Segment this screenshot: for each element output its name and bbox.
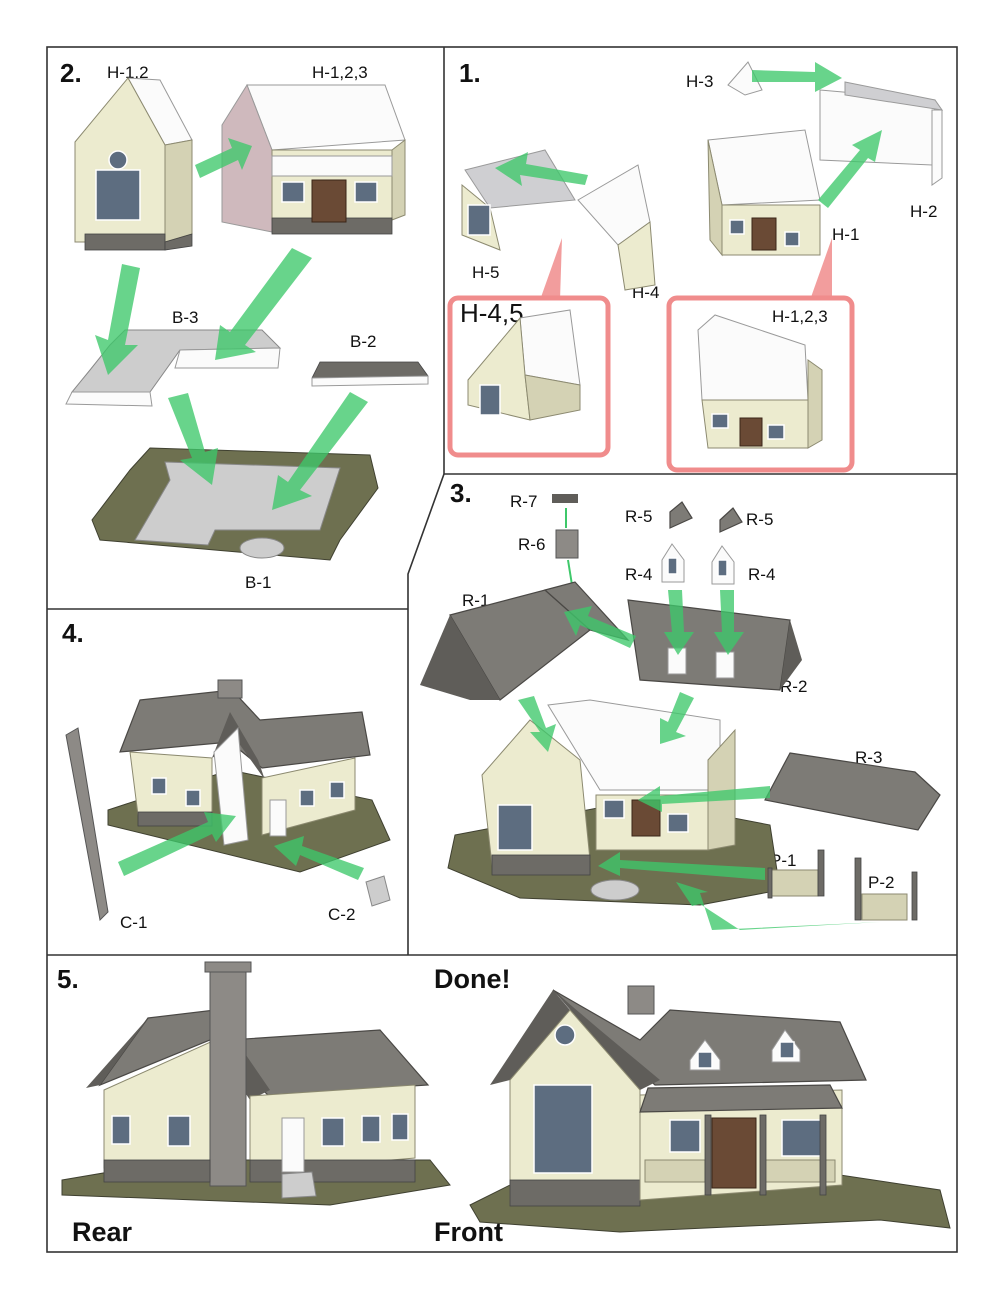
done-label: Done! <box>434 964 511 994</box>
front-double-door <box>311 179 347 223</box>
house-piece-h-1-2 <box>74 77 193 251</box>
step-5-panel: 5. Done! Rear Front <box>57 961 951 1247</box>
arrow-r4-right-down <box>714 590 744 655</box>
roof-white-top <box>246 84 406 151</box>
roof-piece-r-7 <box>552 494 578 503</box>
arrow-b3-to-b1 <box>168 393 218 485</box>
label-h-3: H-3 <box>686 72 713 91</box>
label-c-2: C-2 <box>328 905 355 924</box>
roof-piece-r-3 <box>764 752 941 831</box>
base-piece-b-1 <box>91 447 379 561</box>
window <box>354 181 378 203</box>
label-h-1-2: H-1,2 <box>107 63 149 82</box>
divider-step2-step3 <box>407 473 445 955</box>
steps-piece-c-2 <box>365 875 391 907</box>
label-r-5-left: R-5 <box>625 507 652 526</box>
assembled-h-1-2-3 <box>697 314 823 449</box>
stepping-stones <box>239 537 285 559</box>
label-p-2: P-2 <box>868 873 894 892</box>
step-2-number: 2. <box>60 58 82 88</box>
arrow-h123-to-b3 <box>215 248 312 360</box>
step-3-number: 3. <box>450 478 472 508</box>
label-h-4-5: H-4,5 <box>460 298 524 328</box>
arrow-r2-to-house <box>660 692 694 744</box>
house-piece-h-3 <box>727 61 763 96</box>
label-r-4-right: R-4 <box>748 565 775 584</box>
outer-frame <box>46 46 958 1253</box>
label-r-3: R-3 <box>855 748 882 767</box>
house-step-3 <box>447 699 781 906</box>
roof-piece-r-5-right <box>719 507 743 533</box>
label-h-1: H-1 <box>832 225 859 244</box>
roof-piece-r-2 <box>627 599 802 691</box>
house-piece-h-2 <box>819 81 944 186</box>
gable-side-wall <box>164 139 193 243</box>
base-piece-b-2 <box>311 361 429 387</box>
step-4-panel: 4. C-1 C-2 <box>62 618 391 932</box>
arrow-r1-to-house <box>518 696 556 752</box>
round-window <box>108 150 128 170</box>
arrow-b2-to-b1 <box>272 392 368 510</box>
label-r-1: R-1 <box>462 591 489 610</box>
label-h-5: H-5 <box>472 263 499 282</box>
label-r-2: R-2 <box>780 677 807 696</box>
roof-piece-r-5-left <box>669 501 693 529</box>
porch-piece-p-2 <box>854 857 918 921</box>
house-piece-h-1-2-3 <box>221 83 406 235</box>
arrow-p1-to-house <box>598 852 765 880</box>
house-piece-h-1 <box>707 129 821 257</box>
arrow-r2-to-r1 <box>564 606 636 648</box>
window <box>281 181 305 203</box>
label-b-2: B-2 <box>350 332 376 351</box>
label-h-1-2-3-step1: H-1,2,3 <box>772 307 828 326</box>
label-b-1: B-1 <box>245 573 271 592</box>
step-5-number: 5. <box>57 964 79 994</box>
arrow-h1-to-h2 <box>818 130 882 208</box>
panel-frames <box>46 46 958 1253</box>
roof-piece-r-6 <box>555 529 579 559</box>
step-4-number: 4. <box>62 618 84 648</box>
arrow-c2-to-house <box>274 836 364 880</box>
highlight-box-h-4-5 <box>447 295 611 458</box>
house-front-view <box>469 985 951 1233</box>
house-step-4 <box>107 679 391 873</box>
arrow-h12-to-b3 <box>95 264 140 375</box>
porch-overhang <box>271 155 393 177</box>
house-rear-view <box>61 961 451 1206</box>
roof-piece-r-1 <box>420 581 630 701</box>
label-b-3: B-3 <box>172 308 198 327</box>
label-r-5-right: R-5 <box>746 510 773 529</box>
porch-piece-p-1 <box>767 849 825 899</box>
step-3-panel: 3. R-7 R-6 R-5 R-5 R-4 R-4 R-1 R-2 R-3 P… <box>420 478 941 930</box>
step-2-panel: 2. H-1,2 H-1,2,3 <box>60 58 429 592</box>
arrow-c1-to-house <box>118 812 236 876</box>
arrow-r3-to-house <box>638 786 770 812</box>
label-r-4-left: R-4 <box>625 565 652 584</box>
arrow-h3-to-h2 <box>752 62 842 92</box>
arrow-r4-left-down <box>664 590 694 655</box>
assembled-h-4-5 <box>467 309 581 421</box>
label-c-1: C-1 <box>120 913 147 932</box>
arched-window <box>95 169 141 221</box>
house-piece-h-4 <box>577 164 656 291</box>
label-h-1-2-3-step2: H-1,2,3 <box>312 63 368 82</box>
gable-stone-base <box>84 233 166 251</box>
highlight-box-h-1-2-3 <box>666 295 855 473</box>
label-h-2: H-2 <box>910 202 937 221</box>
arrow-h12-to-h123 <box>195 138 252 178</box>
rear-label: Rear <box>72 1217 133 1247</box>
step-1-panel: 1. H-3 H-5 H-4 H-1 H-2 <box>447 58 944 473</box>
chimney-piece-c-1 <box>65 727 109 922</box>
step-1-number: 1. <box>459 58 481 88</box>
b-2-strip <box>311 361 429 379</box>
arrow-h4-to-h5 <box>495 152 588 186</box>
label-r-7: R-7 <box>510 492 537 511</box>
label-r-6: R-6 <box>518 535 545 554</box>
